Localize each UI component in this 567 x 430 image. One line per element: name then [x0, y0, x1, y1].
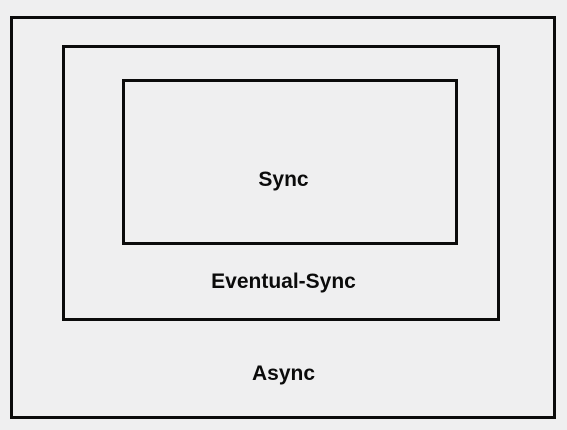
async-box: [10, 16, 556, 419]
sync-box: [122, 79, 458, 245]
async-label: Async: [251, 362, 316, 385]
eventual-sync-label: Eventual-Sync: [211, 270, 356, 293]
eventual-sync-box: [62, 45, 500, 321]
sync-label: Sync: [258, 168, 309, 191]
